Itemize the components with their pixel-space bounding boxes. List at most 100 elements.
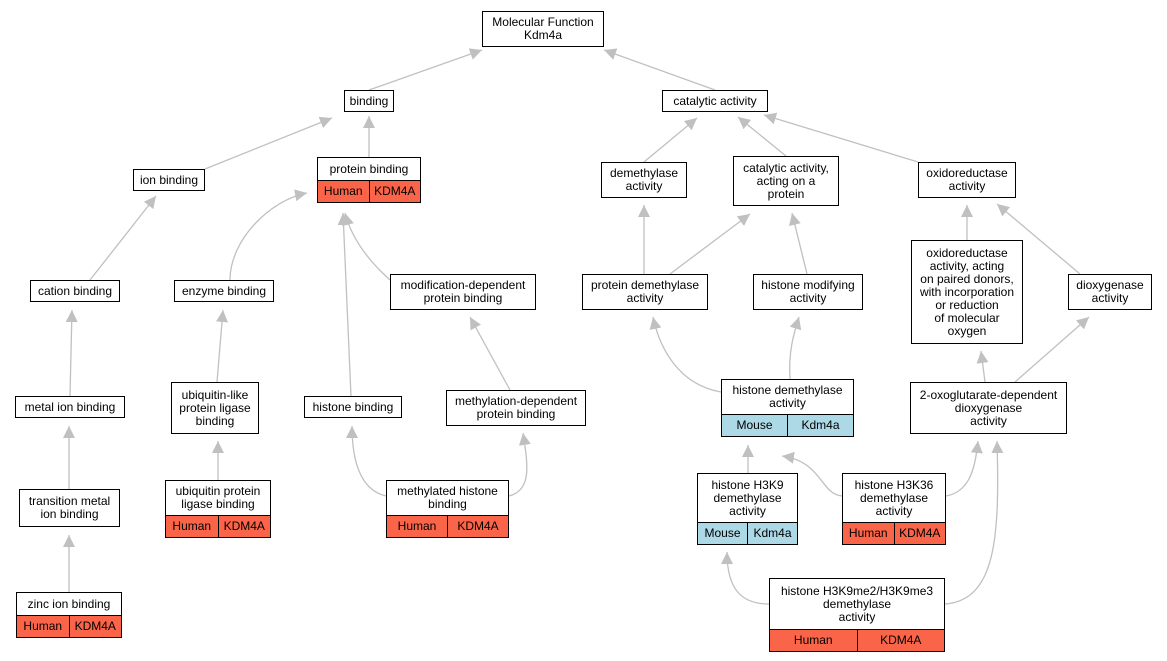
node-label: binding [428,497,467,511]
node-label: protein binding [423,291,503,305]
node-label: ion binding [40,507,99,521]
node-label: histone H3K9me2/H3K9me3 [780,583,934,598]
node-label: cation binding [37,283,113,298]
node-label: ubiquitin protein [175,484,261,498]
node-metal-ion-binding[interactable]: metal ion binding [15,396,125,418]
gene-tag: Kdm4a [787,415,853,436]
node-label: protein ligase [179,400,251,415]
node-catalytic-activity[interactable]: catalytic activity [662,90,768,112]
species-tag-row: Human KDM4A [770,629,944,651]
node-label: protein [767,186,805,201]
node-label: histone modifying [761,278,855,292]
gene-tag: KDM4A [217,516,271,537]
edge-methhist-to-methdep [508,432,531,497]
node-label: activity [970,413,1007,428]
node-histone-binding[interactable]: histone binding [304,396,402,418]
node-label: metal ion binding [24,399,116,414]
species-tag: Human [397,519,437,533]
node-label: protein demethylase [590,278,700,292]
node-label: oxygen [947,323,987,338]
species-tag: Mouse [736,418,773,432]
edge-enzyme-to-protein [229,189,308,281]
node-label: activity [769,396,806,410]
node-label: methylated histone [397,484,498,498]
species-tag-row: Mouse Kdm4a [722,414,853,436]
node-label: Molecular Function [492,15,594,29]
edge-methdep-to-moddep [469,316,511,391]
node-enzyme-binding[interactable]: enzyme binding [174,280,274,302]
edge-h3k36-to-oxoglut [945,440,983,497]
node-label: activity [875,503,913,518]
edge-h3k36-to-histdemeth [781,451,843,497]
node-label: of molecular [934,310,1000,325]
node-label: protein binding [476,407,556,421]
node-label: oxidoreductase [926,245,1008,260]
species-tag: Human [848,526,888,540]
edge-catalytic-to-mf [603,48,716,91]
node-binding[interactable]: binding [344,90,394,112]
node-label: demethylase [859,490,929,505]
node-label: dioxygenase [954,400,1023,415]
species-tag: Human [323,184,363,198]
node-label: histone binding [312,399,394,414]
edge-h3k9me-to-h3k9 [721,551,770,605]
node-label: acting on a [756,173,816,188]
edge-oxido-to-catalytic [763,112,919,163]
edge-catprot-to-catalytic [737,116,787,157]
node-label: ion binding [139,172,199,187]
edge-binding-to-mf [368,48,483,91]
species-tag: Human [23,619,63,633]
node-label: activity [838,609,876,624]
edge-metal-to-cation [65,309,78,397]
edge-oxoglut-to-dioxy [1014,316,1090,383]
edge-oxoglut-to-oxidopaired [976,350,989,383]
gene-tag: KDM4A [893,523,946,544]
node-label: methylation-dependent [454,394,578,408]
edge-moddep-to-protein [342,212,391,281]
node-cation-binding[interactable]: cation binding [30,280,120,302]
gene-tag: KDM4A [856,630,945,651]
node-label: activity [789,291,827,305]
edge-histone-to-protein [337,212,352,397]
node-label: ubiquitin-like [181,387,249,402]
species-tag: Human [793,633,833,647]
node-label: histone H3K9 [711,477,784,492]
edge-protdemeth-to-catprot [669,213,751,275]
node-label: with incorporation [919,284,1015,299]
node-label: activity [626,291,664,305]
node-label: activity [625,179,663,193]
edge-methhist-to-histone [346,425,387,497]
node-ion-binding[interactable]: ion binding [133,169,205,191]
node-label: catalytic activity [673,93,757,108]
edge-cation-to-ion [89,195,157,281]
species-tag: Mouse [704,526,741,540]
node-label: demethylase [609,166,679,180]
node-label: activity, acting [929,258,1005,273]
species-tag-row: Human KDM4A [843,522,945,544]
edge-histdemeth-to-histmod [788,316,802,380]
